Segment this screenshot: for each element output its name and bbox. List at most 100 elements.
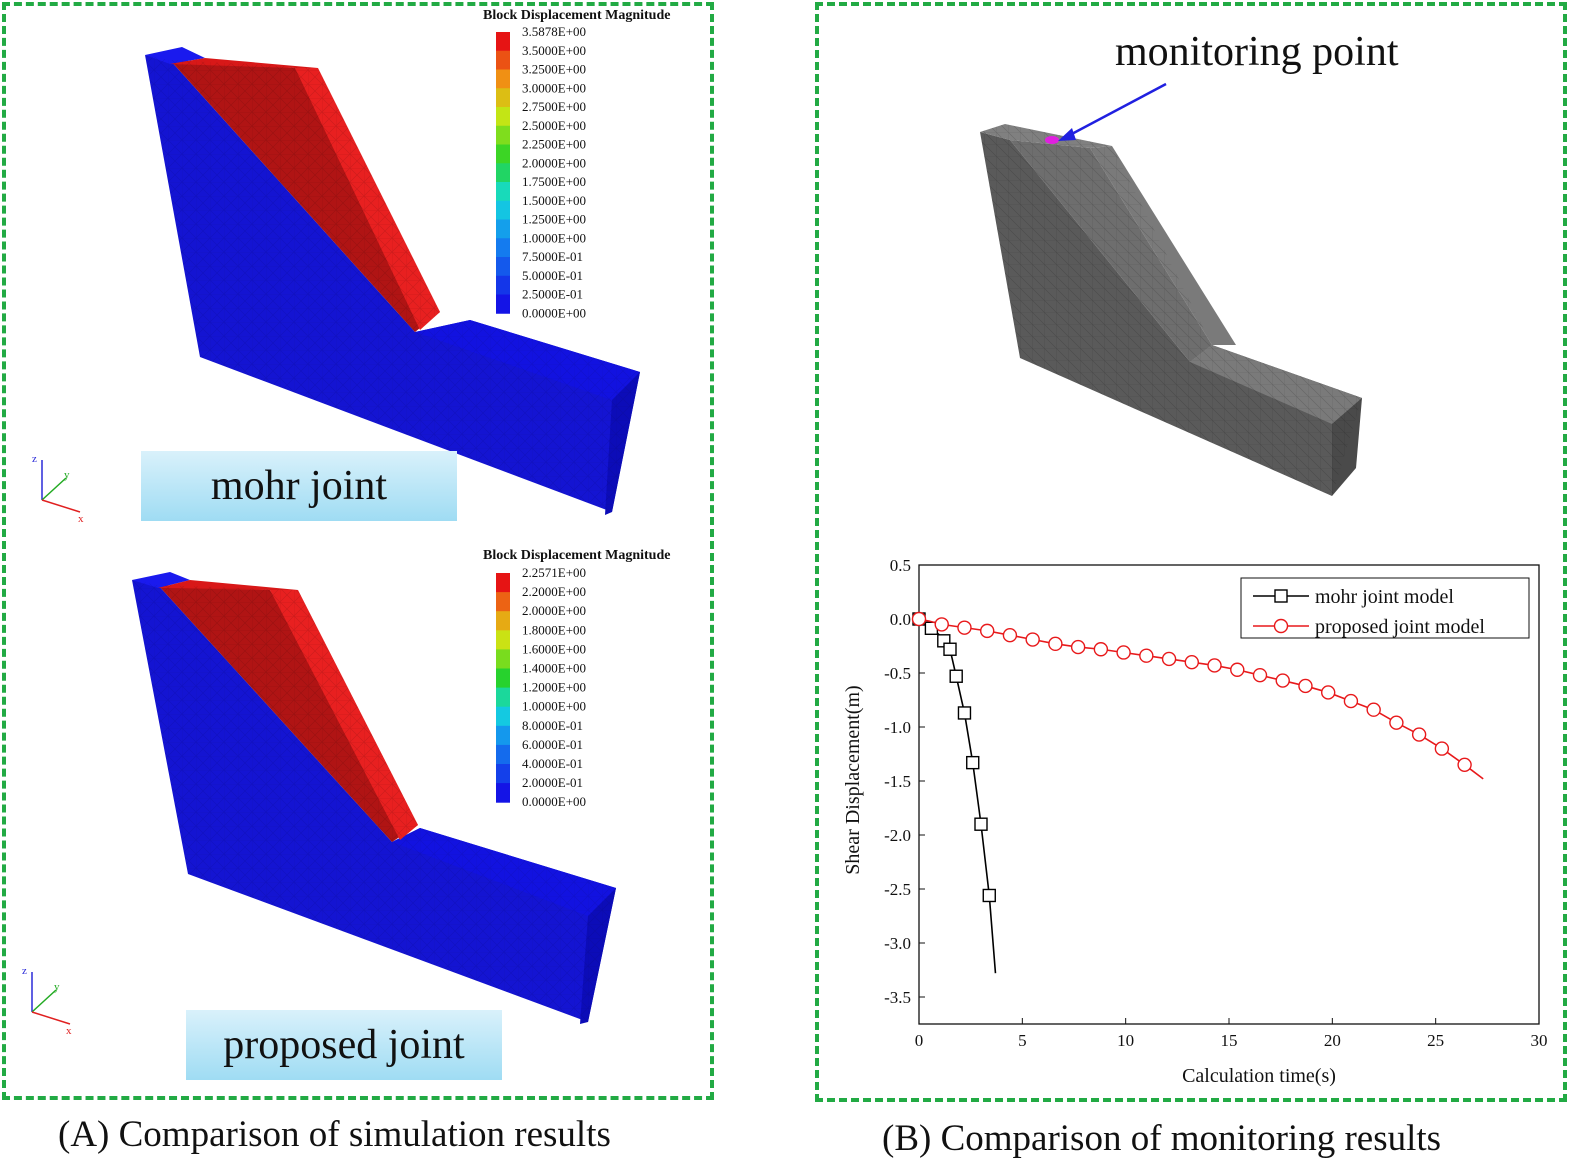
series-point-circle xyxy=(1252,667,1268,683)
legend-top-color-swatch xyxy=(496,144,510,164)
mohr-joint-slope-model xyxy=(145,47,640,515)
y-tick-label: 0.0 xyxy=(890,610,911,629)
svg-text:x: x xyxy=(66,1025,72,1037)
x-tick-label: 10 xyxy=(1117,1031,1134,1050)
legend-top-value-label: 5.0000E-01 xyxy=(522,268,583,283)
x-tick-label: 15 xyxy=(1221,1031,1238,1050)
legend-top-color-swatch xyxy=(496,219,510,239)
legend-bottom-color-swatch xyxy=(496,592,510,612)
legend-marker-square xyxy=(1274,589,1288,603)
series-point-circle xyxy=(1457,757,1472,773)
series-point-circle xyxy=(1048,636,1063,652)
legend-bottom-value-label: 2.0000E-01 xyxy=(522,775,583,790)
legend-bottom-color-swatch xyxy=(496,725,510,746)
legend-top-color-swatch xyxy=(496,163,510,183)
series-point-circle xyxy=(1161,651,1177,667)
legend-top-color-swatch xyxy=(496,107,510,127)
x-tick-label: 5 xyxy=(1018,1031,1027,1050)
series-point-circle xyxy=(1184,654,1199,670)
legend-bottom-color-swatch xyxy=(496,630,510,650)
legend-top-value-label: 3.5878E+00 xyxy=(522,24,586,39)
chart-y-axis: 0.50.0-0.5-1.0-1.5-2.0-2.5-3.0-3.5 xyxy=(884,556,925,1007)
legend-top-value-label: 2.2500E+00 xyxy=(522,137,586,152)
panel-a-frame xyxy=(2,2,714,1100)
monitoring-model-view xyxy=(980,82,1362,496)
legend-top-color-swatch xyxy=(496,238,510,258)
x-tick-label: 0 xyxy=(915,1031,924,1050)
legend-bottom-color-swatch xyxy=(496,764,510,784)
series-point-circle xyxy=(1139,648,1154,663)
legend-bottom-value-label: 8.0000E-01 xyxy=(522,718,583,733)
legend-top-value-label: 2.0000E+00 xyxy=(522,155,586,170)
legend-top-color-swatch xyxy=(496,182,510,202)
legend-top-value-label: 1.2500E+00 xyxy=(522,212,586,227)
legend-top-color-swatch xyxy=(496,88,510,108)
y-tick-label: 0.5 xyxy=(890,556,911,575)
chart-y-label: Shear Displacement(m) xyxy=(842,685,864,874)
chart-legend-box xyxy=(1240,577,1530,639)
series-point-circle xyxy=(934,617,949,632)
svg-text:x: x xyxy=(78,513,84,525)
legend-bottom-value-label: 2.0000E+00 xyxy=(522,603,586,618)
legend-marker-circle xyxy=(1273,618,1289,634)
x-tick-label: 25 xyxy=(1427,1031,1444,1050)
legend-bottom-color-swatch xyxy=(496,744,510,765)
legend-top-color-swatch xyxy=(496,50,510,70)
legend-series-label: mohr joint model xyxy=(1315,586,1454,608)
monitoring-point-label: monitoring point xyxy=(1115,29,1399,75)
legend-bottom-value-label: 1.0000E+00 xyxy=(522,699,586,714)
series-point-circle xyxy=(1321,685,1336,700)
series-point-square xyxy=(943,642,957,656)
panel-b-frame xyxy=(815,2,1567,1102)
legend-top-value-label: 1.7500E+00 xyxy=(522,174,586,189)
legend-bottom-value-label: 1.6000E+00 xyxy=(522,641,586,656)
legend-bottom-value-label: 4.0000E-01 xyxy=(522,756,583,771)
legend-bottom-color-swatch xyxy=(496,706,510,727)
svg-text:z: z xyxy=(22,965,27,977)
legend-bottom-value-label: 2.2571E+00 xyxy=(522,565,586,580)
legend-top-color-swatch xyxy=(496,69,510,89)
series-point-circle xyxy=(1366,702,1381,717)
legend-top-title: Block Displacement Magnitude xyxy=(483,8,671,23)
series-point-circle xyxy=(979,623,995,639)
y-tick-label: -1.0 xyxy=(884,718,911,737)
legend-top-value-label: 2.5000E-01 xyxy=(522,287,583,302)
legend-bottom-value-label: 6.0000E-01 xyxy=(522,737,583,752)
legend-top-value-label: 3.0000E+00 xyxy=(522,80,586,95)
svg-text:y: y xyxy=(64,469,70,481)
series-point-circle xyxy=(1389,715,1404,730)
legend-top-value-label: 2.7500E+00 xyxy=(522,99,586,114)
chart-x-label: Calculation time(s) xyxy=(1182,1065,1336,1087)
legend-bottom-colorbar xyxy=(496,573,510,803)
y-tick-label: -2.5 xyxy=(884,880,911,899)
y-tick-label: -3.5 xyxy=(884,988,911,1007)
svg-text:y: y xyxy=(54,981,60,993)
legend-bottom-color-swatch xyxy=(496,649,510,669)
y-tick-label: -2.0 xyxy=(884,826,911,845)
legend-bottom-value-label: 1.2000E+00 xyxy=(522,680,586,695)
legend-top-color-swatch xyxy=(496,294,510,314)
x-tick-label: 30 xyxy=(1531,1031,1548,1050)
y-tick-label: -3.0 xyxy=(884,934,911,953)
axes-triad-bottom: z y x xyxy=(22,965,72,1037)
chart-series-group xyxy=(911,611,1484,974)
series-point-square xyxy=(974,817,988,831)
legend-top-value-label: 1.0000E+00 xyxy=(522,230,586,245)
series-point-square xyxy=(949,669,963,683)
series-point-circle xyxy=(1298,678,1313,694)
series-point-square xyxy=(982,888,996,903)
series-line-2 xyxy=(918,618,1484,780)
legend-top-value-label: 2.5000E+00 xyxy=(522,118,586,133)
legend-bottom-value-label: 2.2000E+00 xyxy=(522,584,586,599)
legend-bottom-value-label: 1.4000E+00 xyxy=(522,661,586,676)
legend-bottom-color-swatch xyxy=(496,573,510,593)
series-point-circle xyxy=(1411,727,1427,742)
legend-bottom-value-label: 0.0000E+00 xyxy=(522,794,586,809)
monitoring-slope-model xyxy=(980,124,1362,496)
axes-triad-top: z y x xyxy=(32,453,84,525)
svg-text:z: z xyxy=(32,453,37,465)
series-point-circle xyxy=(1207,658,1222,673)
